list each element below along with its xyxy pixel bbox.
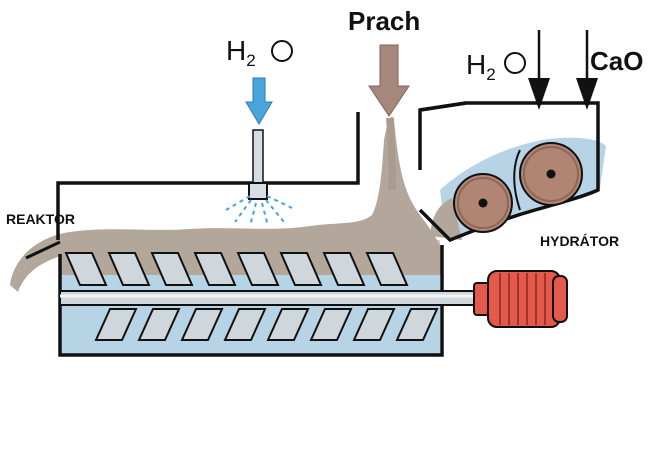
reactor-left-lip xyxy=(25,240,61,260)
reactor-cover xyxy=(56,112,360,240)
hydrator-label: HYDRÁTOR xyxy=(540,233,619,249)
roller-left xyxy=(453,173,513,233)
auger-blade xyxy=(352,308,396,341)
roller-right xyxy=(519,142,583,206)
auger-blade xyxy=(309,308,353,341)
lime-label: CaO xyxy=(590,46,643,76)
dust-stream xyxy=(386,118,396,190)
motor-fins xyxy=(499,273,546,325)
water-label-right: H2 O xyxy=(0,0,526,84)
auger-blade xyxy=(107,252,151,286)
water-right-o-text: O xyxy=(0,0,1,1)
auger-blade xyxy=(150,252,194,286)
motor-body xyxy=(487,270,561,328)
water-right-sub: 2 xyxy=(486,65,495,84)
water-arrow-left xyxy=(245,77,273,125)
auger-blade xyxy=(223,308,267,341)
auger-blade xyxy=(64,252,108,286)
auger-blade xyxy=(236,252,280,286)
hydrator xyxy=(418,101,606,243)
water-arrow-right xyxy=(528,30,550,110)
auger-blade xyxy=(193,252,237,286)
water-left-h: H xyxy=(226,35,246,66)
auger-blade xyxy=(94,308,138,341)
hydrator-outline xyxy=(418,101,600,243)
water-left-sub: 2 xyxy=(246,51,255,70)
auger-shaft xyxy=(59,290,481,306)
auger-blade xyxy=(365,252,409,286)
water-right-o xyxy=(504,52,526,74)
auger-blade xyxy=(266,308,310,341)
water-label-left: H2 O xyxy=(0,0,293,70)
auger-blades-upper xyxy=(64,252,409,286)
auger-blade xyxy=(322,252,366,286)
nozzle-pipe xyxy=(252,129,264,187)
auger-blades-lower xyxy=(94,308,439,341)
motor xyxy=(473,270,568,328)
water-left-o-text: O xyxy=(0,0,1,1)
svg-text:H2: H2 xyxy=(466,49,496,84)
svg-text:H2: H2 xyxy=(226,35,256,70)
dust-label: Prach xyxy=(348,6,420,36)
water-left-o xyxy=(271,40,293,62)
lime-arrow xyxy=(576,30,598,110)
auger-blade xyxy=(279,252,323,286)
auger-blade xyxy=(137,308,181,341)
water-arrow-icon xyxy=(245,77,273,125)
dust-arrow-icon xyxy=(368,44,410,117)
motor-endcap xyxy=(552,275,568,323)
auger xyxy=(59,252,481,341)
arrow-down-icon xyxy=(576,78,598,110)
auger-blade xyxy=(395,308,439,341)
auger-blade xyxy=(180,308,224,341)
water-spray xyxy=(225,195,293,227)
reactor-dust-layer xyxy=(10,116,442,292)
reactor-label: REAKTOR xyxy=(6,211,75,227)
water-nozzle xyxy=(225,129,293,227)
arrow-down-icon xyxy=(528,78,550,110)
water-right-h: H xyxy=(466,49,486,80)
nozzle-head xyxy=(248,182,268,200)
